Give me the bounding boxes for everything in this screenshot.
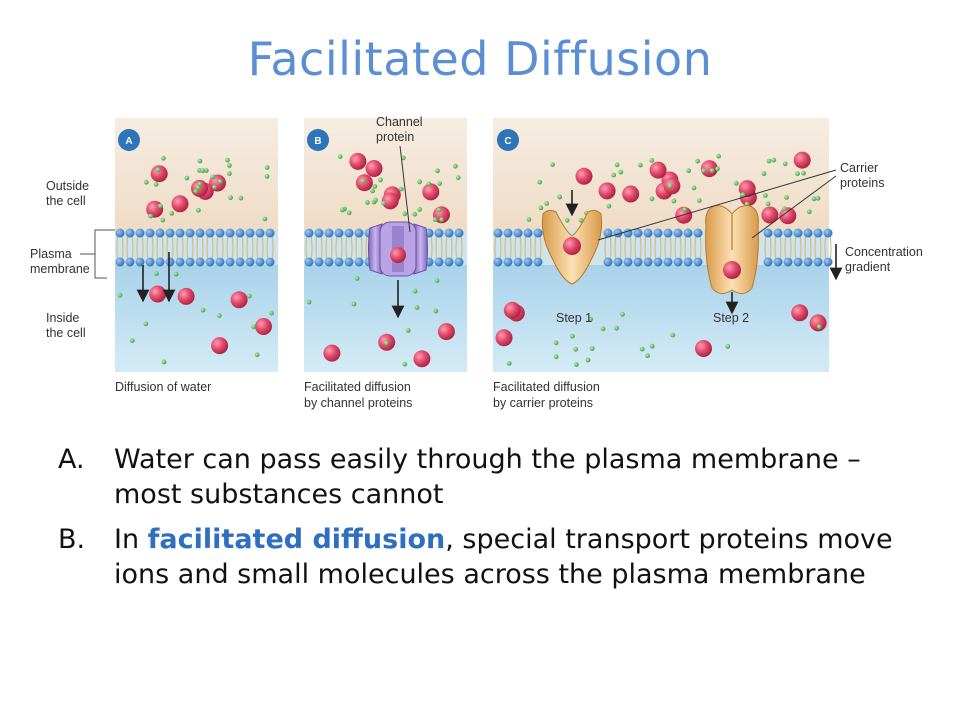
membrane-bracket [80, 229, 115, 279]
label-gradient-2: gradient [845, 260, 891, 274]
highlight-term: facilitated diffusion [147, 524, 446, 555]
bullet-suffix: , special transport proteins move ions a… [114, 524, 893, 590]
caption-c-1: Facilitated diffusion [493, 380, 600, 394]
channel-protein [368, 221, 428, 319]
carrier-leader-2 [751, 175, 837, 239]
label-step2: Step 2 [713, 311, 749, 325]
caption-a: Diffusion of water [115, 380, 211, 394]
bullet-b: B. In facilitated diffusion, special tra… [58, 522, 918, 592]
label-channel-1: Channel [376, 115, 423, 129]
particles-a [117, 155, 274, 365]
panel-a [115, 118, 278, 372]
particles-c [495, 151, 827, 367]
label-carrier-1: Carrier [840, 161, 878, 175]
carrier-protein-step2 [705, 205, 759, 315]
solute-in-carrier-1 [563, 237, 581, 255]
badge-a: A [118, 129, 140, 151]
particles-b [306, 152, 461, 368]
bullet-marker: B. [58, 524, 86, 555]
label-outside-2: the cell [46, 194, 86, 208]
bullet-list: A. Water can pass easily through the pla… [58, 442, 918, 602]
label-membrane-2: membrane [30, 262, 90, 276]
label-inside-1: Inside [46, 311, 79, 325]
label-gradient-1: Concentration [845, 245, 923, 259]
label-inside-2: the cell [46, 326, 86, 340]
diffusion-diagram: A B C Outside the cell Plasma membrane I… [30, 115, 923, 410]
label-membrane-1: Plasma [30, 247, 72, 261]
label-carrier-2: proteins [840, 176, 884, 190]
carrier-leader-1 [597, 169, 837, 241]
caption-b-1: Facilitated diffusion [304, 380, 411, 394]
label-channel-2: protein [376, 130, 414, 144]
caption-c-2: by carrier proteins [493, 396, 593, 410]
svg-text:C: C [504, 136, 511, 147]
panel-c [493, 118, 833, 372]
bullet-text: In facilitated diffusion, special transp… [114, 522, 918, 592]
badge-c: C [497, 129, 519, 151]
bullet-a: A. Water can pass easily through the pla… [58, 442, 918, 512]
bullet-prefix: In [114, 524, 148, 555]
carrier-protein-step1 [541, 190, 603, 285]
bullet-marker: A. [58, 444, 85, 475]
svg-text:A: A [125, 136, 132, 147]
membrane-a [115, 228, 278, 267]
bullet-text: Water can pass easily through the plasma… [114, 444, 861, 510]
label-outside-1: Outside [46, 179, 89, 193]
caption-b-2: by channel proteins [304, 396, 412, 410]
panel-b [304, 118, 467, 372]
channel-leader [399, 145, 411, 233]
svg-text:B: B [314, 136, 321, 147]
water-flow-arrows [136, 252, 176, 303]
label-step1: Step 1 [556, 311, 592, 325]
slide-title: Facilitated Diffusion [247, 32, 713, 86]
solute-in-carrier-2 [723, 261, 741, 279]
solute-in-channel [390, 247, 406, 263]
badge-b: B [307, 129, 329, 151]
